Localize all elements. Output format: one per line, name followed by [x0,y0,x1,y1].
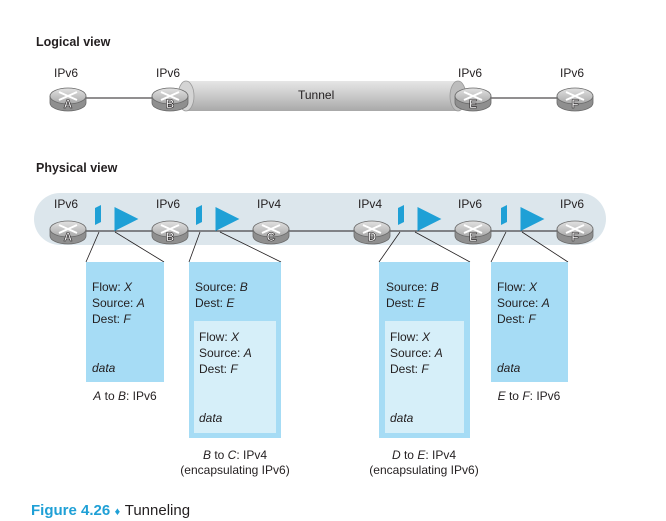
packet-connectors [85,231,569,263]
packet-arrows [95,205,545,231]
logical-view-title: Logical view [36,35,111,49]
packet-ef-headers: Flow: X Source: A Dest: F [497,279,550,327]
packet-bc-inner-dest: Dest: F [199,362,238,376]
physical-proto-c: IPv4 [257,197,282,211]
router-logical-f: F [556,87,594,112]
packet-de-inner-headers: Flow: X Source: A Dest: F [390,329,443,377]
physical-view-title: Physical view [36,161,118,175]
logical-proto-b: IPv6 [156,66,181,80]
router-logical-b: B [151,87,189,112]
packet-flag-ef [501,205,545,231]
logical-proto-a: IPv6 [54,66,79,80]
figure-title: Tunneling [124,502,191,519]
packet-bc-caption: B to C: IPv4 (encapsulating IPv6) [180,448,290,477]
packet-ef-dest: Dest: F [497,312,536,326]
packet-flag-bc [196,205,240,231]
router-physical-d: D [353,220,391,245]
router-physical-a-label: A [64,230,73,244]
packet-de-inner-flow: Flow: X [390,330,431,344]
packet-ef-flow: Flow: X [497,280,538,294]
packet-bc-data: data [199,411,223,425]
packet-de-caption: D to E: IPv4 (encapsulating IPv6) [369,448,479,477]
packet-de-dest: Dest: E [386,296,426,310]
router-logical-b-label: B [166,97,175,111]
packet-de-outer-headers: Source: B Dest: E [386,279,439,311]
packet-bc-outer-headers: Source: B Dest: E [195,279,248,311]
physical-proto-a: IPv6 [54,197,79,211]
packet-bc-dest: Dest: E [195,296,235,310]
router-physical-b-label: B [166,230,175,244]
packet-inner-bc [194,321,276,433]
router-physical-f: F [556,220,594,245]
router-physical-d-label: D [368,230,377,244]
router-physical-e: E [454,220,492,245]
packet-ab-headers: Flow: X Source: A Dest: F [92,279,145,327]
physical-proto-b: IPv6 [156,197,181,211]
router-physical-a: A [49,220,87,245]
packet-box-ab [86,262,164,382]
packet-box-ef [491,262,568,382]
router-physical-c: C [252,220,290,245]
figure-number: Figure 4.26 [31,502,111,519]
tunnel-label: Tunnel [298,88,335,102]
packet-ab-caption: A to B: IPv6 [93,389,157,403]
router-logical-a-label: A [64,97,73,111]
packet-inner-de [385,321,464,433]
packet-de-inner-source: Source: A [390,346,443,360]
packet-ab-data: data [92,361,116,375]
packet-bc-source: Source: B [195,280,248,294]
logical-proto-f: IPv6 [560,66,585,80]
router-logical-e-label: E [469,97,477,111]
router-logical-e: E [454,87,492,112]
router-physical-c-label: C [267,230,276,244]
packet-ab-flow: Flow: X [92,280,133,294]
packet-ef-caption: E to F: IPv6 [497,389,561,403]
figure-separator-icon: ♦ [114,506,121,518]
packet-ab-source: Source: A [92,296,145,310]
packet-de-inner-dest: Dest: F [390,362,429,376]
packet-ab-dest: Dest: F [92,312,131,326]
router-logical-f-label: F [571,97,578,111]
physical-proto-d: IPv4 [358,197,383,211]
packet-de-data: data [390,411,414,425]
router-physical-f-label: F [571,230,578,244]
packet-flag-ab [95,205,139,231]
router-logical-a: A [49,87,87,112]
packet-bc-inner-flow: Flow: X [199,330,240,344]
packet-de-source: Source: B [386,280,439,294]
logical-proto-e: IPv6 [458,66,483,80]
packet-bc-inner-source: Source: A [199,346,252,360]
physical-proto-e: IPv6 [458,197,483,211]
packet-ef-source: Source: A [497,296,550,310]
packet-ef-data: data [497,361,521,375]
packet-bc-inner-headers: Flow: X Source: A Dest: F [199,329,252,377]
packet-flag-de [398,205,442,231]
figure-caption: Figure 4.26 ♦ Tunneling [31,502,190,520]
router-physical-e-label: E [469,230,477,244]
router-physical-b: B [151,220,189,245]
physical-proto-f: IPv6 [560,197,585,211]
